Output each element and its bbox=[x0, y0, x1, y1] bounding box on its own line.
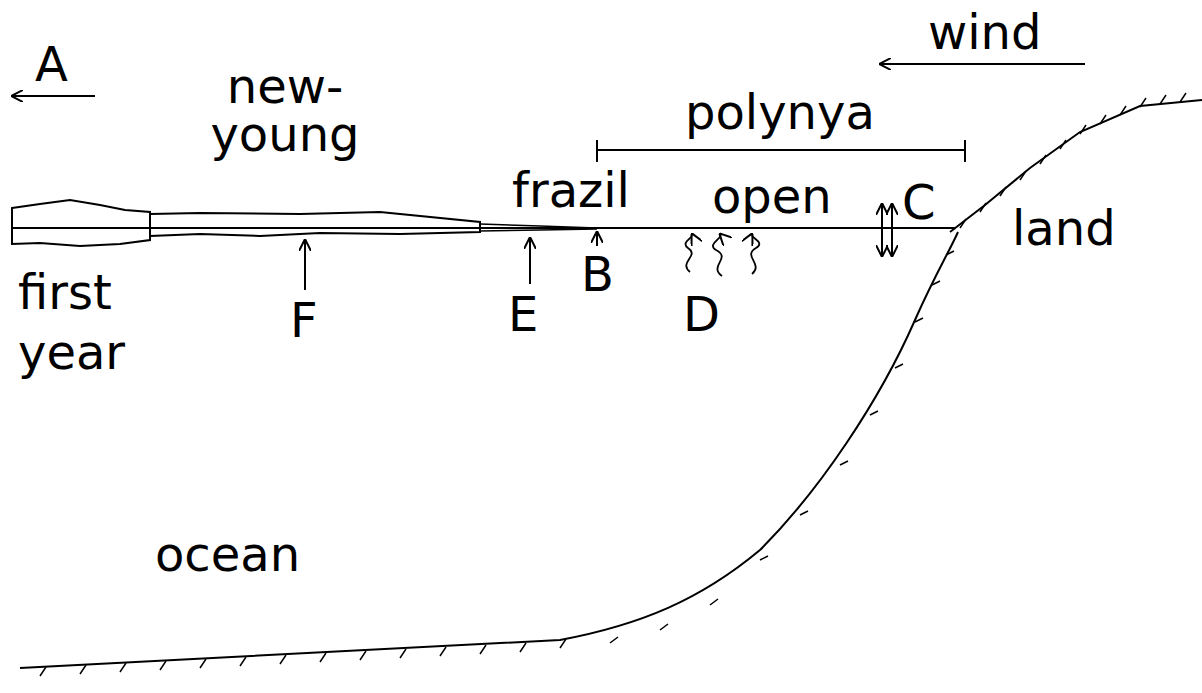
text-label: first year bbox=[18, 262, 178, 382]
text-label: C bbox=[902, 178, 936, 226]
text-label: wind bbox=[928, 8, 1041, 56]
sea-surface bbox=[12, 227, 956, 229]
squiggle bbox=[751, 234, 759, 274]
text-label: A bbox=[35, 40, 68, 88]
text-label: B bbox=[581, 250, 614, 298]
frazil-ice bbox=[480, 224, 597, 231]
text-label: E bbox=[508, 290, 538, 338]
bracket-tick bbox=[596, 140, 598, 162]
sea-floor bbox=[20, 232, 958, 668]
text-label: land bbox=[1012, 204, 1116, 252]
text-label: D bbox=[683, 290, 720, 338]
flux-arrow bbox=[596, 232, 598, 246]
polynya-bracket bbox=[597, 140, 965, 162]
text-label: frazil bbox=[512, 166, 630, 214]
bracket-line bbox=[597, 149, 965, 151]
text-label: F bbox=[290, 296, 318, 344]
text-label: ocean bbox=[155, 530, 300, 578]
bracket-tick bbox=[964, 140, 966, 162]
drift-arrow bbox=[12, 95, 95, 97]
wind-arrow bbox=[880, 63, 1085, 65]
flux-arrow bbox=[304, 240, 306, 290]
turbulence-squiggles bbox=[686, 234, 760, 276]
new-young-ice bbox=[150, 212, 480, 236]
text-label: open bbox=[712, 172, 832, 220]
flux-arrow bbox=[529, 238, 531, 284]
text-label: polynya bbox=[685, 88, 875, 136]
sea-floor-hatching bbox=[40, 251, 954, 676]
text-label: new- young bbox=[175, 62, 395, 158]
exchange-arrow bbox=[881, 204, 883, 256]
exchange-arrow bbox=[891, 204, 893, 256]
first-year-ice bbox=[12, 200, 150, 246]
squiggle bbox=[686, 234, 693, 272]
squiggle bbox=[713, 234, 722, 276]
